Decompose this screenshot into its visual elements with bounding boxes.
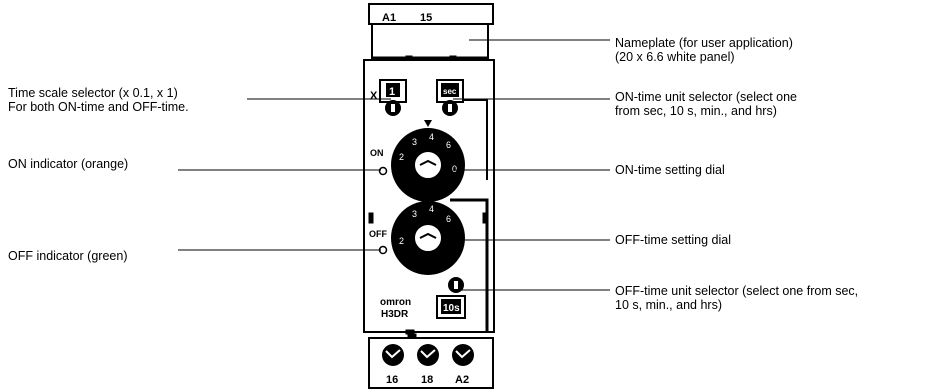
label-line: OFF-time setting dial bbox=[615, 233, 732, 247]
on-unit-value: sec bbox=[443, 87, 457, 96]
label-line: Time scale selector (x 0.1, x 1) bbox=[8, 86, 178, 100]
off-dial-number: 6 bbox=[446, 214, 451, 224]
label-line: OFF indicator (green) bbox=[8, 249, 128, 263]
on-dial-number: 6 bbox=[446, 140, 451, 150]
on-indicator bbox=[378, 166, 388, 176]
label-line: ON-time setting dial bbox=[615, 163, 725, 177]
time-scale-value: 1 bbox=[389, 86, 395, 98]
label-on-indicator: ON indicator (orange) bbox=[8, 157, 128, 171]
label-on-unit-selector: ON-time unit selector (select one from s… bbox=[615, 90, 797, 118]
on-dial-number: 3 bbox=[412, 137, 417, 147]
label-line: ON indicator (orange) bbox=[8, 157, 129, 171]
off-dial-number: 3 bbox=[412, 209, 417, 219]
label-time-scale-selector: Time scale selector (x 0.1, x 1) For bot… bbox=[8, 86, 189, 114]
label-on-dial: ON-time setting dial bbox=[615, 163, 725, 177]
bottom-terminal-label-a2: A2 bbox=[455, 374, 469, 386]
label-line: Nameplate (for user application) bbox=[615, 36, 793, 50]
label-line: ON-time unit selector (select one bbox=[615, 90, 798, 104]
on-dial-number: 0 bbox=[452, 164, 457, 174]
off-dial-number: 4 bbox=[429, 204, 434, 214]
on-unit-selector[interactable]: sec bbox=[436, 79, 464, 116]
on-indicator-text: ON bbox=[370, 148, 384, 158]
bottom-terminal-label-18: 18 bbox=[421, 374, 433, 386]
top-terminal-a1: A1 bbox=[382, 12, 396, 24]
on-dial-number: 4 bbox=[429, 132, 434, 142]
bottom-terminal-18 bbox=[417, 344, 439, 366]
top-terminal-15: 15 bbox=[420, 12, 432, 24]
bottom-terminal-a2 bbox=[452, 344, 474, 366]
bottom-terminal-16 bbox=[382, 344, 404, 366]
bottom-terminal-label-16: 16 bbox=[386, 374, 398, 386]
label-line: (20 x 6.6 white panel) bbox=[615, 50, 735, 64]
label-off-indicator: OFF indicator (green) bbox=[8, 249, 127, 263]
off-time-dial[interactable]: 2 3 4 6 bbox=[391, 192, 465, 275]
off-unit-selector[interactable]: 10s bbox=[436, 277, 466, 319]
model-name: H3DR bbox=[381, 309, 409, 320]
on-dial-number: 2 bbox=[399, 152, 404, 162]
time-scale-prefix: X bbox=[370, 90, 378, 102]
label-line: For both ON-time and OFF-time. bbox=[8, 100, 189, 114]
label-off-dial: OFF-time setting dial bbox=[615, 233, 731, 247]
leader-lines bbox=[178, 39, 610, 291]
time-scale-selector[interactable]: X 1 bbox=[370, 79, 407, 116]
brand-logo: omron bbox=[380, 297, 411, 308]
label-line: 10 s, min., and hrs) bbox=[615, 298, 722, 312]
on-time-dial[interactable]: 2 3 4 6 0 bbox=[391, 120, 465, 202]
label-nameplate: Nameplate (for user application) (20 x 6… bbox=[615, 36, 793, 64]
off-unit-value: 10s bbox=[443, 303, 460, 314]
off-indicator-text: OFF bbox=[369, 229, 387, 239]
label-off-unit-selector: OFF-time unit selector (select one from … bbox=[615, 284, 858, 312]
label-line: OFF-time unit selector (select one from … bbox=[615, 284, 859, 298]
off-dial-number: 2 bbox=[399, 236, 404, 246]
label-line: from sec, 10 s, min., and hrs) bbox=[615, 104, 777, 118]
